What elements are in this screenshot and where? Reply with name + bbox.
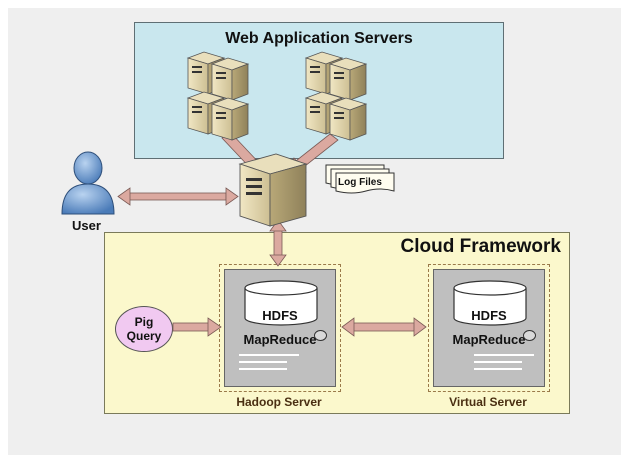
user-icon [61,151,115,215]
virtual-server-caption: Virtual Server [449,395,527,409]
arrow-head [117,187,131,206]
log-files-label: Log Files [338,177,382,188]
virtual-server-frame: HDFS MapReduce [428,264,550,392]
text-line [474,368,522,370]
arrow-head [225,187,239,206]
web-servers-title: Web Application Servers [225,30,413,47]
pig-query-label-2: Query [126,329,162,343]
cloud-framework-title: Cloud Framework [400,236,561,257]
arrow-shaft [127,192,227,201]
arrow-shaft [172,322,210,332]
text-line [474,354,534,356]
hdfs-database-icon [244,280,318,326]
user-label: User [72,218,101,233]
central-server-icon [238,153,308,227]
arrow-shaft [351,322,417,332]
web-server-cluster-right-icon [306,52,366,140]
log-files-icon [325,164,395,194]
virtual-server-panel: HDFS MapReduce [433,269,545,387]
text-line [239,361,287,363]
arrow-head [341,317,355,337]
arrow-head [269,254,287,267]
mapreduce-circle-icon [523,330,536,341]
text-line [239,354,299,356]
hadoop-mapreduce-label: MapReduce [243,332,317,347]
hdfs-database-icon [453,280,527,326]
hadoop-hdfs-label: HDFS [262,308,298,323]
virtual-hdfs-label: HDFS [471,308,507,323]
pig-query-label-1: Pig [134,315,154,329]
arrow-head [413,317,427,337]
pig-query-bubble: Pig Query [115,306,173,352]
virtual-mapreduce-label: MapReduce [452,332,526,347]
text-line [474,361,522,363]
text-line [239,368,287,370]
mapreduce-circle-icon [314,330,327,341]
arrow-shaft [273,229,283,257]
arrow-head [207,317,222,337]
hadoop-server-panel: HDFS MapReduce [224,269,336,387]
log-files-stack: Log Files [324,163,398,195]
arrow-head [269,219,287,232]
hadoop-server-frame: HDFS MapReduce [219,264,341,392]
hadoop-server-caption: Hadoop Server [236,395,322,409]
web-server-cluster-left-icon [188,52,248,140]
